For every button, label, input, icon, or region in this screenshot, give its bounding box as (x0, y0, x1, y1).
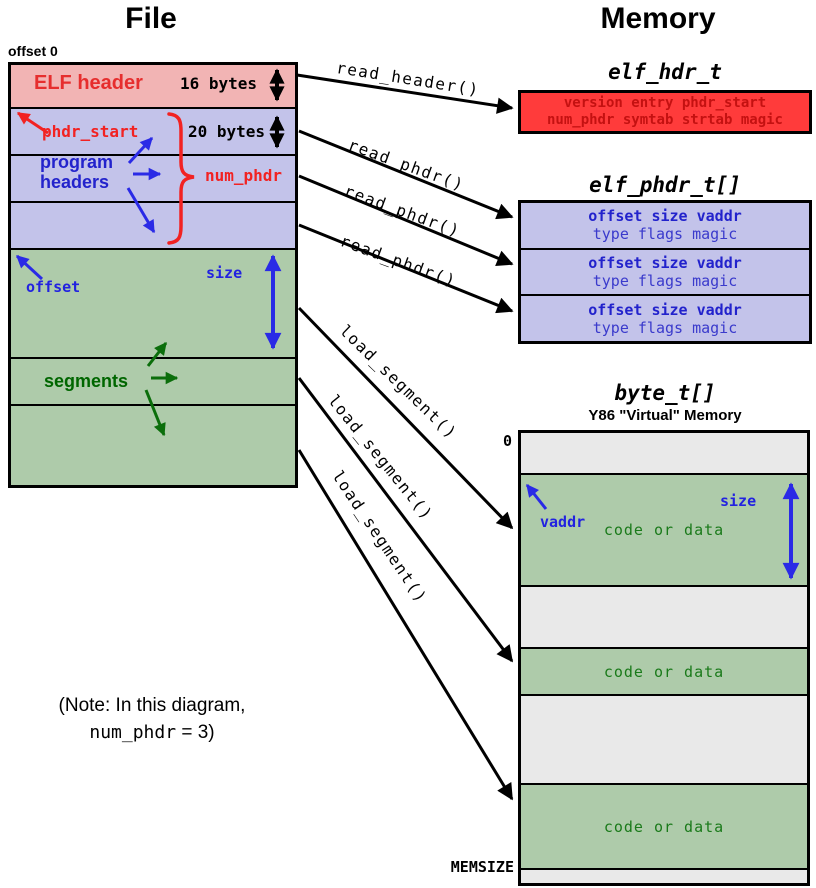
elf-hdr-fields-line2: num_phdr symtab strtab magic (546, 112, 783, 128)
loaded-segment-row-3: code or data (521, 783, 807, 868)
program-header-row-3 (11, 201, 295, 248)
loaded-segment-row-2: code or data (521, 647, 807, 694)
note-line-1: (Note: In this diagram, (58, 695, 246, 716)
offset-zero-label: offset 0 (8, 43, 58, 59)
elf-hdr-box: version entry phdr_start num_phdr symtab… (518, 90, 812, 134)
read-header-call-label: read_header() (335, 58, 481, 100)
segment-row-3 (11, 404, 295, 485)
virtual-memory-box: code or data code or data code or data (518, 430, 810, 886)
offset-label: offset (26, 278, 81, 296)
phdr-fields-line1: offset size vaddr (588, 300, 742, 319)
address-zero-label: 0 (502, 432, 512, 450)
phdr-fields-line2: type flags magic (592, 318, 738, 337)
phdr-fields-line2: type flags magic (592, 272, 738, 290)
memory-gap-row (521, 585, 807, 647)
elf-header-size-label: 16 bytes (180, 74, 258, 93)
code-or-data-label: code or data (603, 817, 725, 836)
segments-label: segments (44, 371, 129, 391)
note-equals-three: = 3) (176, 722, 215, 743)
phdr-size-label: 20 bytes (188, 122, 266, 141)
segment-row-1 (11, 248, 295, 357)
note-num-phdr-code: num_phdr (89, 722, 177, 743)
phdr-fields-line1: offset size vaddr (588, 254, 742, 272)
elf-header-row (11, 65, 295, 107)
elf-hdr-fields-line1: version entry phdr_start (563, 95, 767, 111)
virtual-memory-subtitle: Y86 "Virtual" Memory (588, 407, 742, 424)
num-phdr-label: num_phdr (205, 166, 283, 185)
read-phdr-call-label-2: read_phdr() (341, 181, 464, 241)
size-label: size (206, 264, 243, 282)
loaded-segment-row-1: code or data (521, 473, 807, 585)
memsize-label: MEMSIZE (450, 858, 514, 876)
elf-phdr-entry-3: offset size vaddr type flags magic (521, 294, 809, 342)
code-or-data-label: code or data (603, 662, 725, 681)
elf-hdr-t-title: elf_hdr_t (608, 60, 722, 84)
file-column-title: File (125, 2, 177, 35)
vaddr-label: vaddr (540, 513, 586, 531)
elf-phdr-array-box: offset size vaddr type flags magic offse… (518, 200, 812, 344)
memory-gap-row (521, 694, 807, 783)
code-or-data-label: code or data (603, 521, 725, 539)
read-phdr-call-label-3: read_phdr() (337, 231, 460, 291)
elf-phdr-entry-2: offset size vaddr type flags magic (521, 247, 809, 295)
byte-t-title: byte_t[] (614, 381, 716, 405)
memory-gap-row (521, 868, 807, 883)
load-segment-arrow-2 (297, 377, 514, 663)
program-headers-label: program headers (40, 152, 114, 192)
elf-header-label: ELF header (34, 72, 143, 94)
phdr-fields-line2: type flags magic (592, 225, 738, 244)
elf-phdr-entry-1: offset size vaddr type flags magic (521, 203, 809, 248)
phdr-fields-line1: offset size vaddr (588, 207, 742, 226)
elf-phdr-t-title: elf_phdr_t[] (589, 173, 741, 197)
phdr-start-label: phdr_start (42, 122, 139, 141)
memory-column-title: Memory (600, 2, 716, 35)
memory-gap-row (521, 433, 807, 473)
memory-size-label: size (720, 492, 757, 510)
note-line-2: num_phdr = 3) (18, 722, 286, 744)
